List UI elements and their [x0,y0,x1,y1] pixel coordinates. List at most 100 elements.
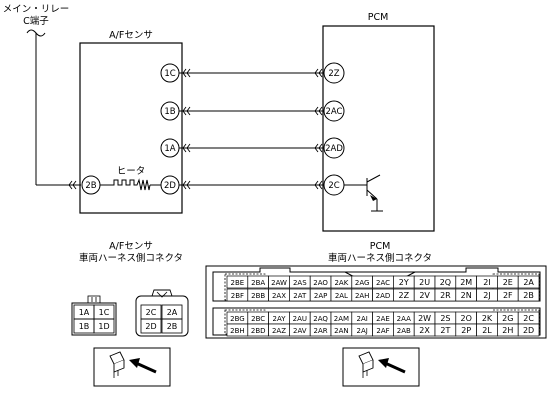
pcm-cell-label: 2AD [376,292,391,300]
pcm-cell-label: 2AJ [357,327,368,335]
pcm-cell-label: 2I [483,278,490,287]
main-relay-label-line2: C端子 [23,15,49,27]
pcm-cell-label: 2H [502,326,513,335]
pcm-pin-2ad: 2AD [323,137,345,159]
pcm-cell-label: 2AA [397,315,411,323]
pcm-cell-label: 2G [502,314,513,323]
svg-text:1C: 1C [99,308,110,317]
pcm-box [322,25,435,232]
pcm-cell-label: 2L [482,326,492,335]
af-connector-left-block: 1A 1C 1B 1D [71,295,117,336]
pcm-cell-label: 2BC [251,315,265,323]
pcm-pin-2ac: 2AC [323,100,345,122]
pcm-cell-label: 2AE [376,315,390,323]
pcm-cell-label: 2N [461,291,472,300]
af-connector-right-block: 2C 2A 2D 2B [135,289,189,337]
pcm-cell-label: 2AW [271,279,287,287]
pcm-cell-label: 2A [523,278,534,287]
svg-text:1B: 1B [164,107,175,117]
pcm-cell-label: 2X [419,326,430,335]
af-sensor-title: A/Fセンサ [109,30,153,41]
heater-label: ヒータ [117,166,146,177]
pcm-connector-title-line1: PCM [370,241,391,252]
heater-icon [111,178,151,191]
svg-text:2B: 2B [167,322,178,331]
af-pin-1b: 1B [160,101,180,121]
pcm-cell-label: 2BB [251,292,265,300]
pcm-cell-label: 2U [419,278,430,287]
pcm-pin-2z: 2Z [323,62,345,84]
svg-text:2B: 2B [85,181,96,191]
pcm-cell-label: 2BA [251,279,265,287]
pcm-title: PCM [368,12,389,23]
pcm-cell-label: 2AZ [272,327,286,335]
svg-text:2D: 2D [164,181,176,191]
svg-text:2Z: 2Z [328,69,339,79]
af-connector-title-line2: 車両ハーネス側コネクタ [79,252,183,264]
svg-text:2AD: 2AD [325,144,343,154]
pcm-cell-label: 2AX [272,292,286,300]
pcm-cell-label: 2Q [440,278,451,287]
svg-text:1A: 1A [164,144,175,154]
pcm-cell-label: 2BG [230,315,245,323]
pcm-cell-label: 2AH [355,292,370,300]
pcm-cell-label: 2D [523,326,534,335]
pcm-cell-label: 2AV [293,327,307,335]
pcm-cell-label: 2B [523,291,534,300]
pcm-cell-label: 2K [482,314,493,323]
svg-text:2D: 2D [145,322,156,331]
svg-text:1A: 1A [79,308,90,317]
pcm-cell-label: 2Y [399,278,409,287]
pcm-cell-label: 2AM [334,315,349,323]
pcm-cell-label: 2AY [273,315,287,323]
pcm-cell-label: 2M [460,278,472,287]
pcm-cell-label: 2AL [335,292,348,300]
pcm-cell-label: 2AF [376,327,389,335]
pcm-cell-label: 2AQ [313,315,328,323]
pcm-cell-label: 2AU [293,315,307,323]
pcm-cell-label: 2AG [355,279,370,287]
af-sensor-box [79,42,183,214]
svg-text:2A: 2A [167,308,178,317]
pcm-cell-label: 2AB [397,327,411,335]
pcm-cell-label: 2R [440,291,451,300]
pcm-cell-label: 2F [503,291,513,300]
af-view-direction-icon [93,347,171,387]
pcm-cell-label: 2AP [314,292,327,300]
svg-text:2C: 2C [328,181,339,191]
svg-text:1B: 1B [79,322,90,331]
af-pin-1a: 1A [160,138,180,158]
pcm-cell-label: 2AR [314,327,328,335]
pcm-cell-label: 2AT [293,292,307,300]
svg-text:1D: 1D [98,322,109,331]
pcm-cell-label: 2AS [293,279,307,287]
transistor-arrow [370,195,377,201]
main-relay-label-line1: メイン・リレー [3,4,70,15]
pcm-cell-label: 2O [461,314,472,323]
af-pin-2b: 2B [81,175,101,195]
signal-wires [35,33,383,212]
pcm-cell-label: 2AO [313,279,328,287]
pcm-cell-box [517,323,540,337]
pcm-cell-label: 2Z [399,291,410,300]
pcm-cell-box [517,288,540,302]
pcm-cell-label: 2V [419,291,430,300]
pcm-cell-label: 2BH [230,327,245,335]
pcm-cell-label: 2P [461,326,471,335]
af-pin-2d: 2D [160,175,180,195]
pcm-pin-2c: 2C [323,174,345,196]
pcm-cell-label: 2AI [357,315,368,323]
pcm-cell-label: 2E [503,278,513,287]
svg-text:2C: 2C [146,308,157,317]
pcm-cell-label: 2AK [334,279,348,287]
pcm-cell-label: 2BE [231,279,245,287]
pcm-cell-label: 2AN [334,327,348,335]
svg-text:1C: 1C [164,69,175,79]
pcm-cell-label: 2AC [376,279,390,287]
pcm-cell-label: 2C [523,314,534,323]
pcm-cell-label: 2J [483,291,490,300]
pcm-connector-grid: 2BE 2BA 2AW 2AS 2AO 2AK 2AG 2AC 2Y 2U 2Q 2M 2I 2E 2A 2B… [226,275,540,337]
connector-chevrons [68,68,323,190]
pcm-view-direction-icon [342,347,420,387]
